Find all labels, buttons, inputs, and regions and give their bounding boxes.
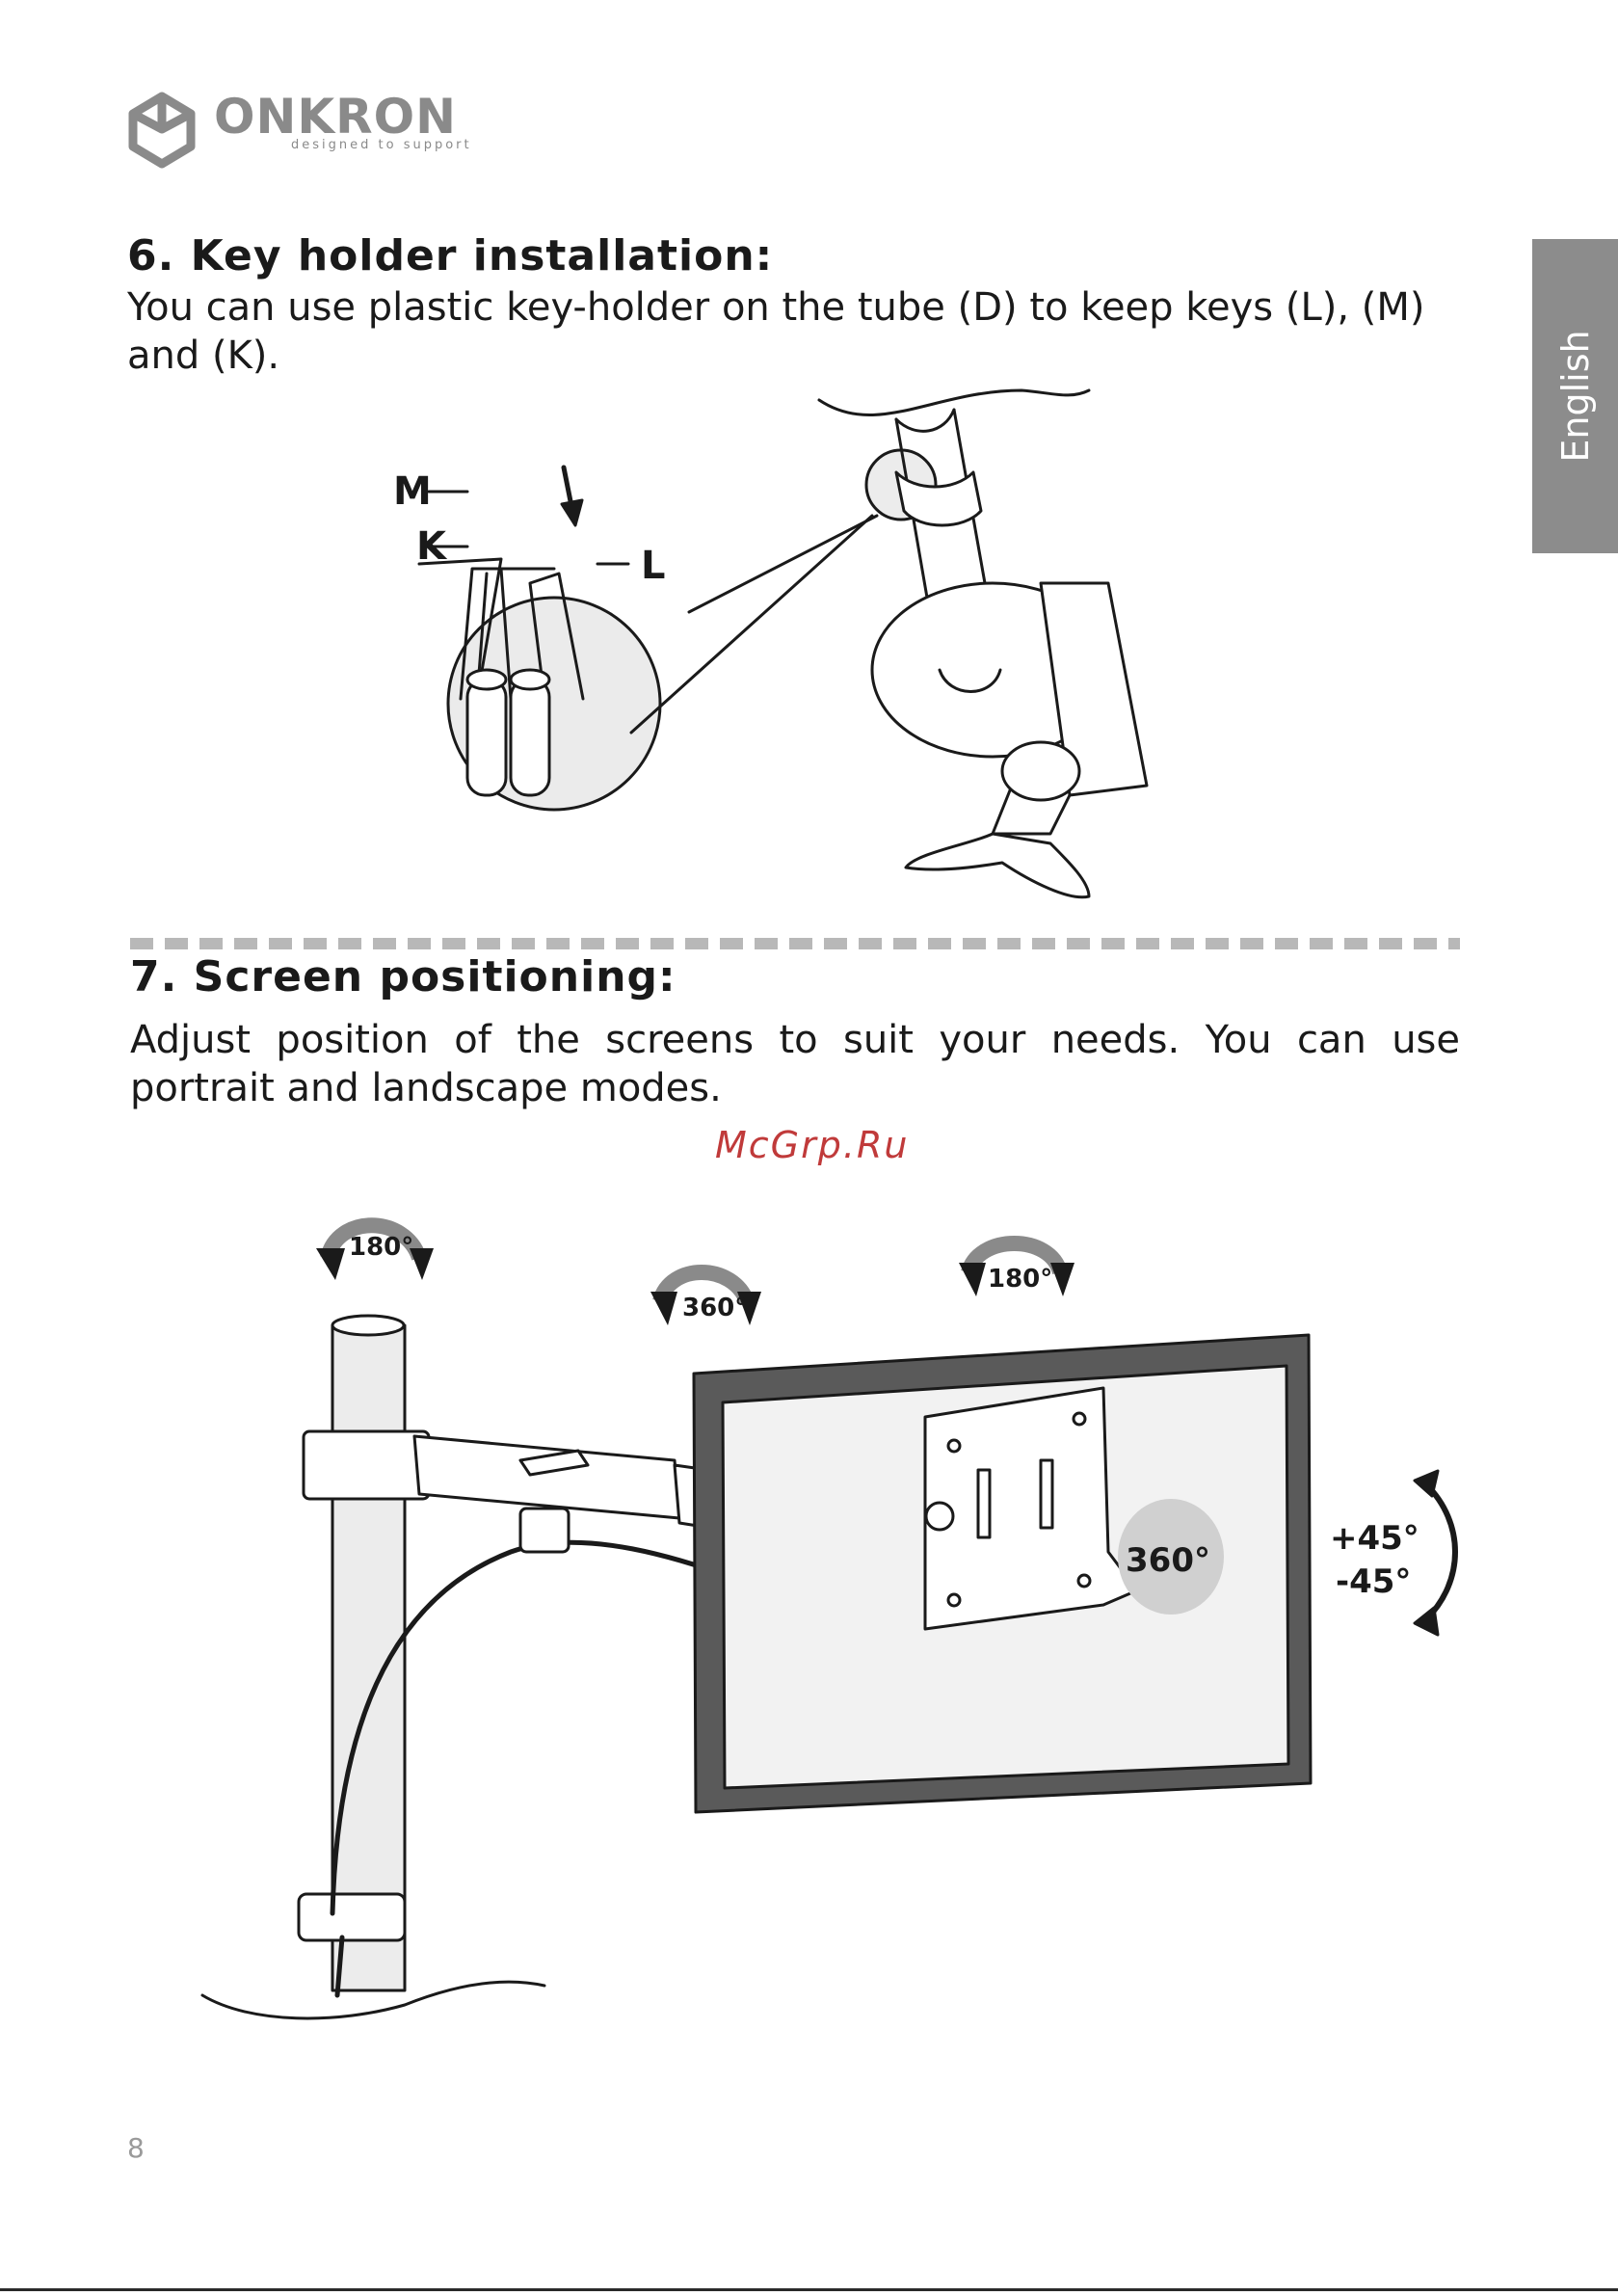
onkron-logo-icon [128,92,196,169]
label-l: L [641,544,666,588]
section-6-body: You can use plastic key-holder on the tu… [127,285,1425,378]
section-7-body: Adjust position of the screens to suit y… [130,1018,1460,1110]
tilt-down-label: -45° [1336,1562,1411,1601]
rotation-head-label: 180° [988,1265,1052,1294]
rotation-screen-label: 360° [1126,1541,1210,1580]
rotation-joint-label: 360° [682,1294,747,1322]
watermark: McGrp.Ru [715,1124,910,1166]
rotation-arrow-icon [316,1217,434,1280]
rotation-arrow-icon [650,1265,761,1325]
section-divider [130,938,1460,949]
label-k: K [416,524,448,569]
page-number: 8 [127,2132,145,2164]
section-7-heading: 7. Screen positioning: [130,952,676,1001]
tilt-up-label: +45° [1330,1519,1419,1558]
bottom-rule [0,2288,1618,2291]
label-m: M [393,469,432,514]
brand-name: ONKRON [214,89,457,145]
language-tab[interactable]: English [1532,239,1618,553]
rotation-pole-label: 180° [349,1233,413,1262]
key-holder-illustration: M K L [393,388,1149,899]
screen-positioning-illustration: 180° 360° 180° 360° +45° -45° [200,1217,1458,2020]
language-tab-label: English [1553,330,1597,463]
rotation-arrow-icon [959,1236,1074,1296]
brand-tagline: designed to support [291,138,472,152]
section-6-heading: 6. Key holder installation: [127,231,774,280]
